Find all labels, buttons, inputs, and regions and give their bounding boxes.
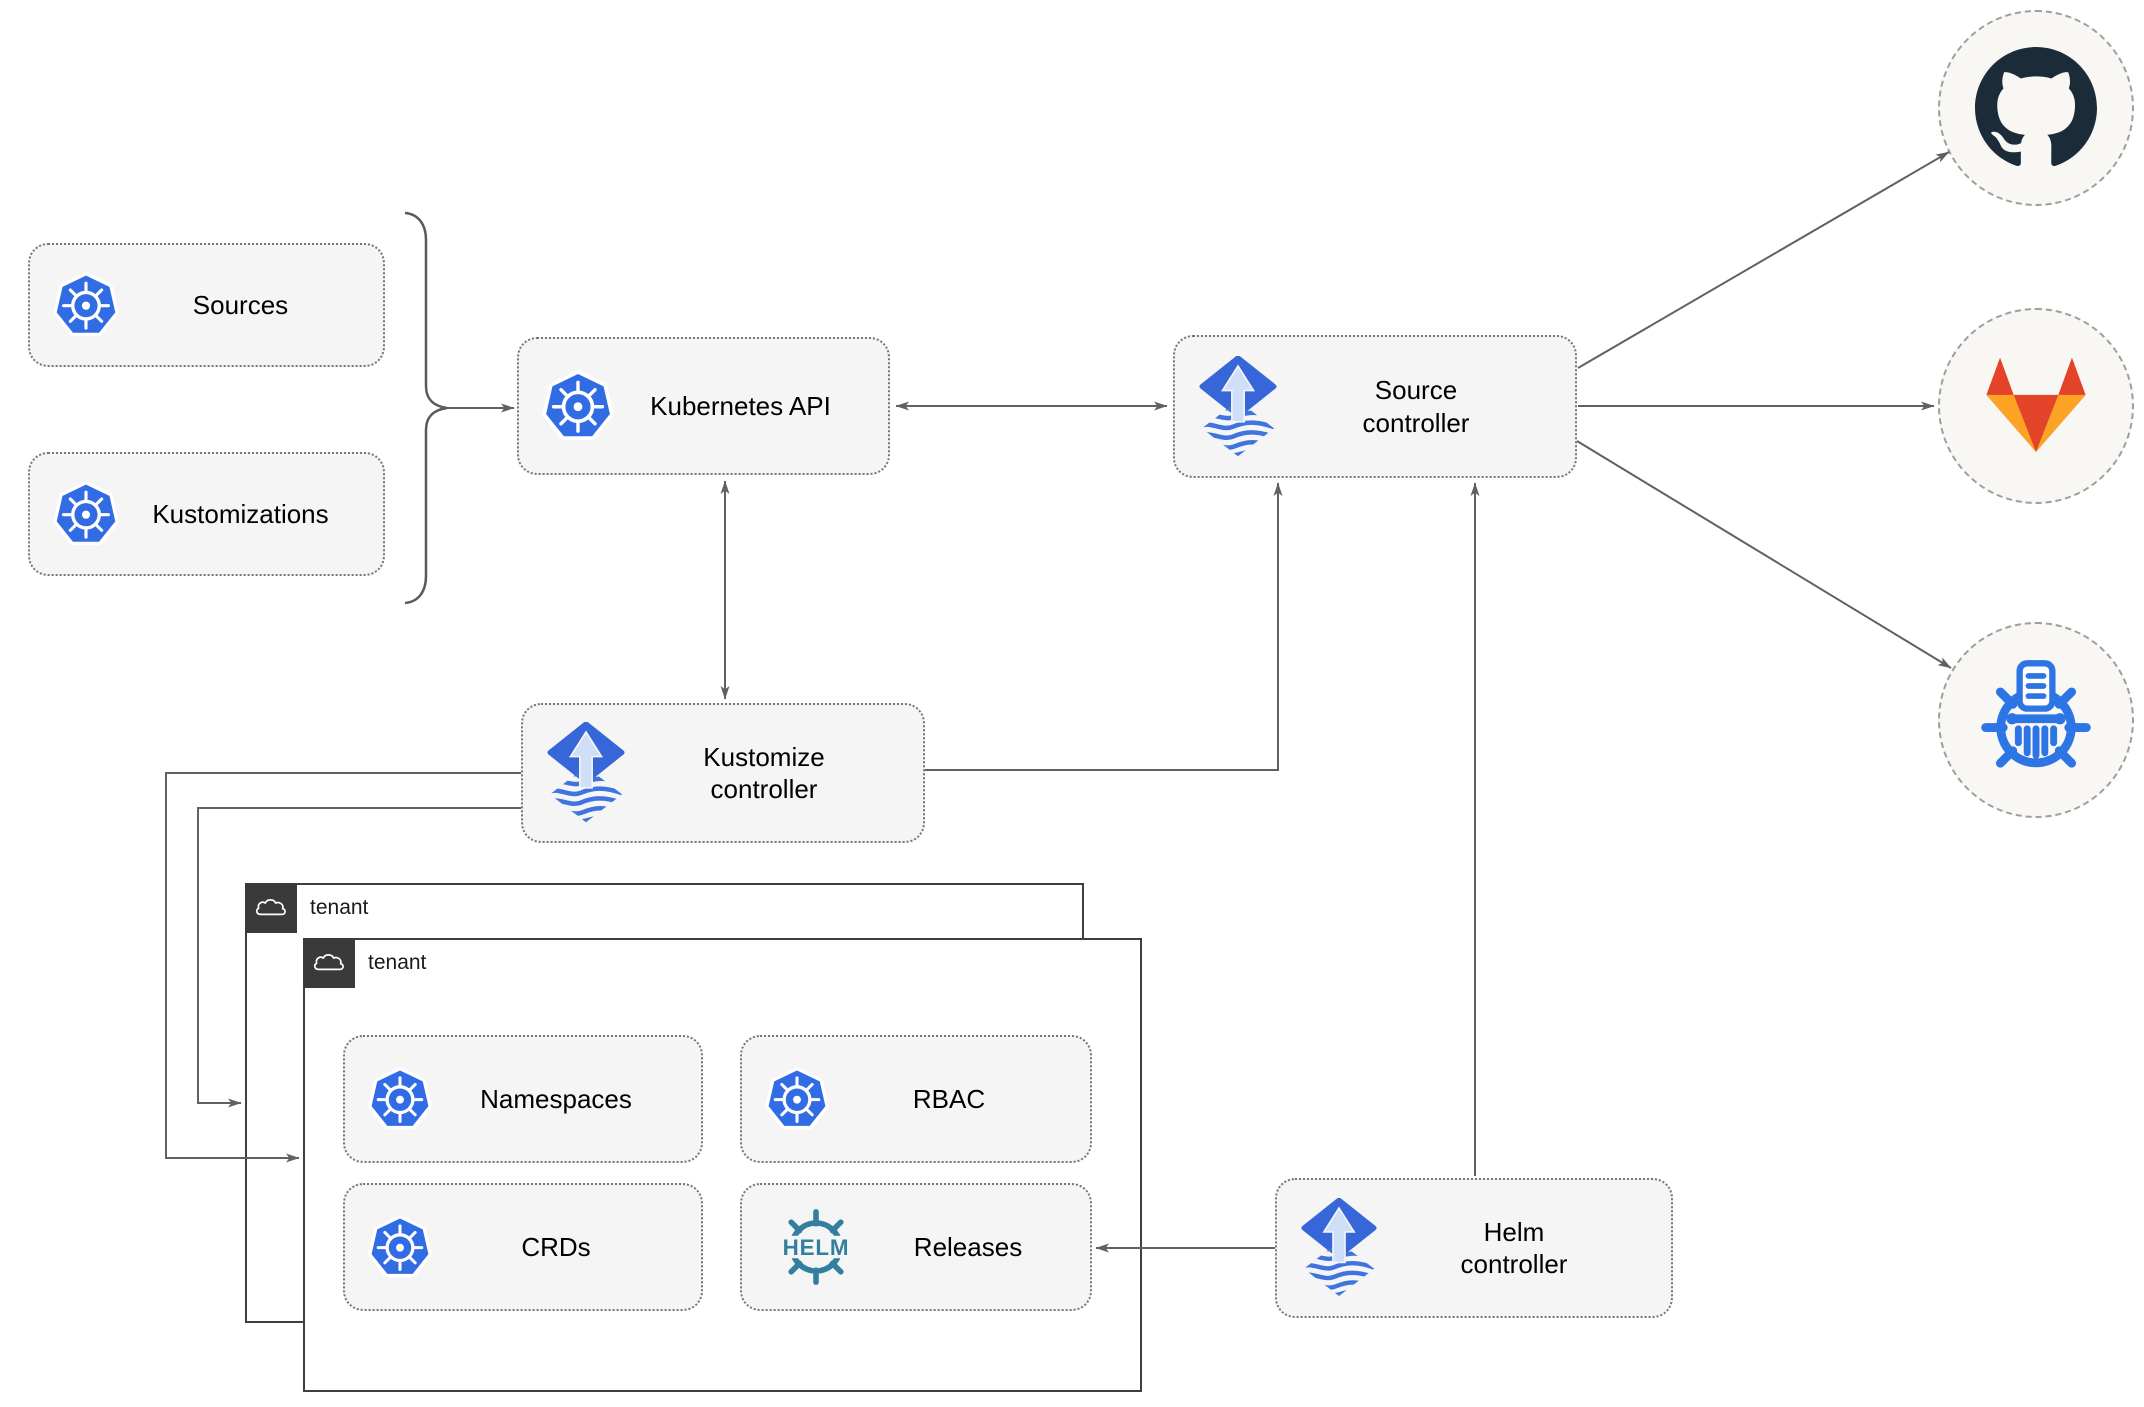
tenant-inner-label: tenant bbox=[368, 938, 426, 988]
cloud-icon bbox=[254, 896, 288, 920]
remote-github bbox=[1938, 10, 2134, 206]
tenant-outer-tab bbox=[245, 883, 297, 933]
gitlab-icon bbox=[1974, 350, 2098, 462]
node-rbac: RBAC bbox=[740, 1035, 1092, 1163]
chartmuseum-icon bbox=[1973, 657, 2099, 783]
kubernetes-icon bbox=[367, 1214, 433, 1280]
node-helm-controller: Helm controller bbox=[1275, 1178, 1673, 1318]
node-label: Helm controller bbox=[1460, 1216, 1568, 1280]
cloud-icon bbox=[312, 951, 346, 975]
kubernetes-icon bbox=[52, 480, 120, 548]
tenant-outer-label-text: tenant bbox=[310, 896, 369, 919]
remote-gitlab bbox=[1938, 308, 2134, 504]
node-label: Kustomizations bbox=[152, 498, 329, 529]
kubernetes-icon bbox=[52, 271, 120, 339]
node-releases: Releases bbox=[740, 1183, 1092, 1311]
kubernetes-icon bbox=[541, 369, 615, 443]
edge-kustomize-to-source bbox=[925, 482, 1283, 771]
node-kustomize-controller: Kustomize controller bbox=[521, 703, 925, 843]
node-label: Sources bbox=[192, 289, 289, 320]
node-label: RBAC bbox=[912, 1083, 986, 1114]
node-label: Kubernetes API bbox=[650, 390, 831, 421]
tenant-inner-tab bbox=[303, 938, 355, 988]
node-sources: Sources bbox=[28, 243, 385, 367]
node-source-controller: Source controller bbox=[1173, 335, 1577, 478]
tenant-outer-label: tenant bbox=[310, 883, 368, 933]
bracket-sources-group bbox=[404, 211, 448, 605]
github-icon bbox=[1975, 47, 2097, 169]
helm-icon bbox=[764, 1207, 868, 1287]
node-label: CRDs bbox=[521, 1231, 591, 1262]
flux-icon bbox=[1197, 356, 1279, 458]
remote-chartmuseum bbox=[1938, 622, 2134, 818]
tenant-inner-label-text: tenant bbox=[368, 951, 427, 974]
kubernetes-icon bbox=[764, 1066, 830, 1132]
node-namespaces: Namespaces bbox=[343, 1035, 703, 1163]
node-label: Kustomize controller bbox=[703, 741, 825, 805]
kubernetes-icon bbox=[367, 1066, 433, 1132]
edge-source-to-chartmuseum bbox=[1576, 440, 1952, 669]
node-kustomizations: Kustomizations bbox=[28, 452, 385, 576]
node-label: Releases bbox=[913, 1231, 1023, 1262]
node-label: Namespaces bbox=[480, 1083, 632, 1114]
tenant-group-inner bbox=[303, 938, 1142, 1392]
edge-source-to-github bbox=[1577, 151, 1950, 369]
node-kubernetes-api: Kubernetes API bbox=[517, 337, 890, 475]
node-label: Source controller bbox=[1362, 375, 1470, 438]
node-crds: CRDs bbox=[343, 1183, 703, 1311]
flux-icon bbox=[545, 722, 627, 824]
flux-icon bbox=[1299, 1198, 1379, 1298]
